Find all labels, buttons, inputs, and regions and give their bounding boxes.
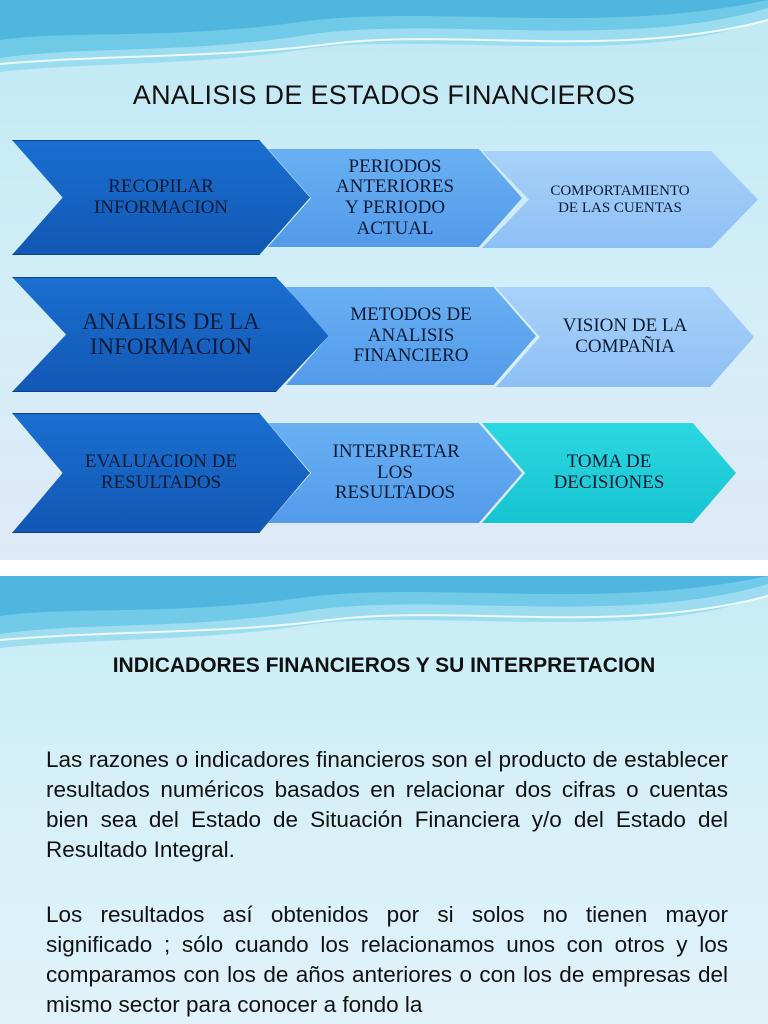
wave-header-decoration bbox=[0, 0, 768, 72]
chevron-label: RECOPILAR INFORMACION bbox=[93, 175, 229, 218]
chevron-comportamiento: COMPORTAMIENTO DE LAS CUENTAS bbox=[482, 151, 758, 248]
chevron-recopilar: RECOPILAR INFORMACION bbox=[12, 140, 310, 255]
chevron-label: EVALUACION DE RESULTADOS bbox=[84, 451, 238, 493]
section-title: INDICADORES FINANCIEROS Y SU INTERPRETAC… bbox=[112, 654, 656, 677]
chevron-label: ANALISIS DE LA INFORMACION bbox=[82, 308, 260, 359]
chevron-label: COMPORTAMIENTO DE LAS CUENTAS bbox=[550, 183, 690, 216]
slide-indicadores: INDICADORES FINANCIEROS Y SU INTERPRETAC… bbox=[0, 576, 768, 1024]
chevron-label: METODOS DE ANALISIS FINANCIERO bbox=[350, 304, 472, 367]
paragraph-definition: Las razones o indicadores financieros so… bbox=[46, 747, 728, 862]
wave-header-decoration bbox=[0, 576, 768, 648]
slide-separator bbox=[0, 560, 768, 576]
chevron-label: TOMA DE DECISIONES bbox=[553, 451, 665, 493]
chevron-label: PERIODOS ANTERIORES Y PERIODO ACTUAL bbox=[335, 155, 455, 239]
chevron-evaluacion: EVALUACION DE RESULTADOS bbox=[12, 413, 310, 533]
page-title: ANALISIS DE ESTADOS FINANCIEROS bbox=[132, 80, 636, 110]
slide-analisis: ANALISIS DE ESTADOS FINANCIEROS RECOPILA… bbox=[0, 0, 768, 560]
paragraph-interpretation: Los resultados así obtenidos por si solo… bbox=[46, 902, 728, 1017]
chevron-analisis: ANALISIS DE LA INFORMACION bbox=[12, 277, 330, 392]
chevron-label: INTERPRETAR LOS RESULTADOS bbox=[332, 441, 460, 504]
chevron-label: VISION DE LA COMPAÑIA bbox=[562, 315, 688, 357]
